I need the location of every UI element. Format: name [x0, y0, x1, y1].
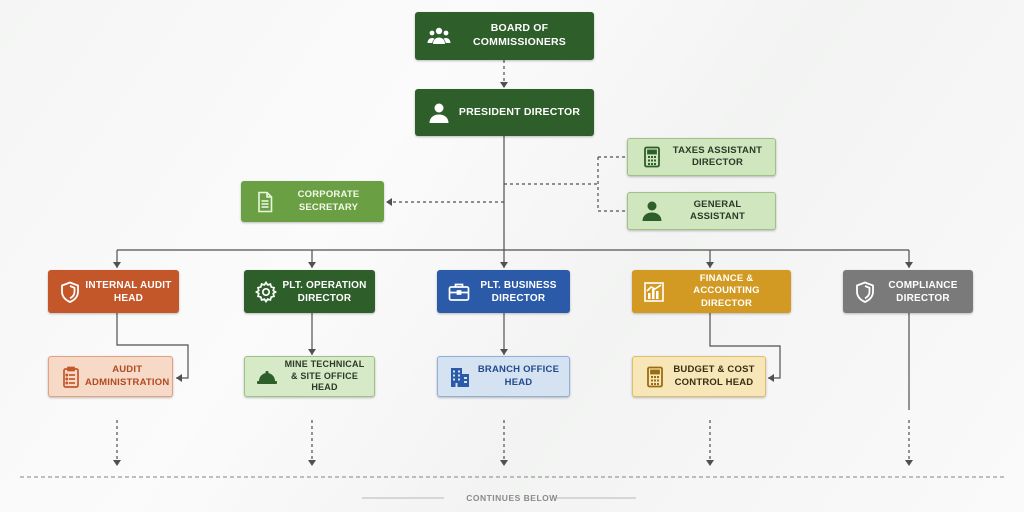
taxes-assistant-label: TAXES ASSISTANT DIRECTOR	[672, 144, 763, 168]
operation-label: PLT. OPERATION DIRECTOR	[282, 279, 367, 304]
corporate-secretary-label: CORPORATE SECRETARY	[297, 189, 360, 213]
corporate-secretary-box[interactable]: CORPORATE SECRETARY	[241, 181, 384, 222]
bar-chart-icon	[640, 278, 668, 306]
general-assistant-box[interactable]: GENERAL ASSISTANT	[627, 192, 776, 230]
audit-admin-label: AUDIT ADMINISTRATION	[85, 364, 170, 388]
business-director-box[interactable]: PLT. BUSINESS DIRECTOR	[437, 270, 570, 313]
person-icon	[638, 197, 666, 225]
mine-technical-label: MINE TECHNICAL & SITE OFFICE HEAD	[284, 358, 365, 393]
continues-below-label: CONTINUES BELOW	[466, 493, 558, 503]
person-icon	[425, 99, 453, 127]
audit-administration-box[interactable]: AUDIT ADMINISTRATION	[48, 356, 173, 397]
branch-office-label: BRANCH OFFICE HEAD	[477, 364, 560, 388]
president-director-box[interactable]: PRESIDENT DIRECTOR	[415, 89, 594, 136]
compliance-director-box[interactable]: COMPLIANCE DIRECTOR	[843, 270, 973, 313]
budget-label: BUDGET & COST CONTROL HEAD	[673, 364, 755, 388]
branch-office-box[interactable]: BRANCH OFFICE HEAD	[437, 356, 570, 397]
clipboard-icon	[57, 363, 85, 391]
general-assistant-label: GENERAL ASSISTANT	[690, 198, 745, 222]
finance-accounting-director-box[interactable]: FINANCE & ACCOUNTING DIRECTOR	[632, 270, 791, 313]
business-label: PLT. BUSINESS DIRECTOR	[480, 279, 557, 304]
board-of-commissioners-box[interactable]: BOARD OF COMMISSIONERS	[415, 12, 594, 60]
briefcase-icon	[445, 278, 473, 306]
gear-icon	[252, 278, 280, 306]
people-icon	[425, 22, 453, 50]
shield-icon	[56, 278, 84, 306]
calculator-icon	[641, 363, 669, 391]
budget-cost-control-box[interactable]: BUDGET & COST CONTROL HEAD	[632, 356, 766, 397]
building-icon	[446, 363, 474, 391]
internal-audit-label: INTERNAL AUDIT HEAD	[85, 279, 172, 304]
shield-icon	[851, 278, 879, 306]
hardhat-icon	[253, 363, 281, 391]
board-label: BOARD OF COMMISSIONERS	[472, 22, 567, 48]
document-icon	[251, 188, 279, 216]
calculator-icon	[638, 143, 666, 171]
internal-audit-head-box[interactable]: INTERNAL AUDIT HEAD	[48, 270, 179, 313]
compliance-label: COMPLIANCE DIRECTOR	[888, 279, 958, 304]
taxes-assistant-director-box[interactable]: TAXES ASSISTANT DIRECTOR	[627, 138, 776, 176]
finance-label: FINANCE & ACCOUNTING DIRECTOR	[693, 272, 760, 309]
president-label: PRESIDENT DIRECTOR	[458, 105, 581, 118]
operation-director-box[interactable]: PLT. OPERATION DIRECTOR	[244, 270, 375, 313]
mine-technical-box[interactable]: MINE TECHNICAL & SITE OFFICE HEAD	[244, 356, 375, 397]
